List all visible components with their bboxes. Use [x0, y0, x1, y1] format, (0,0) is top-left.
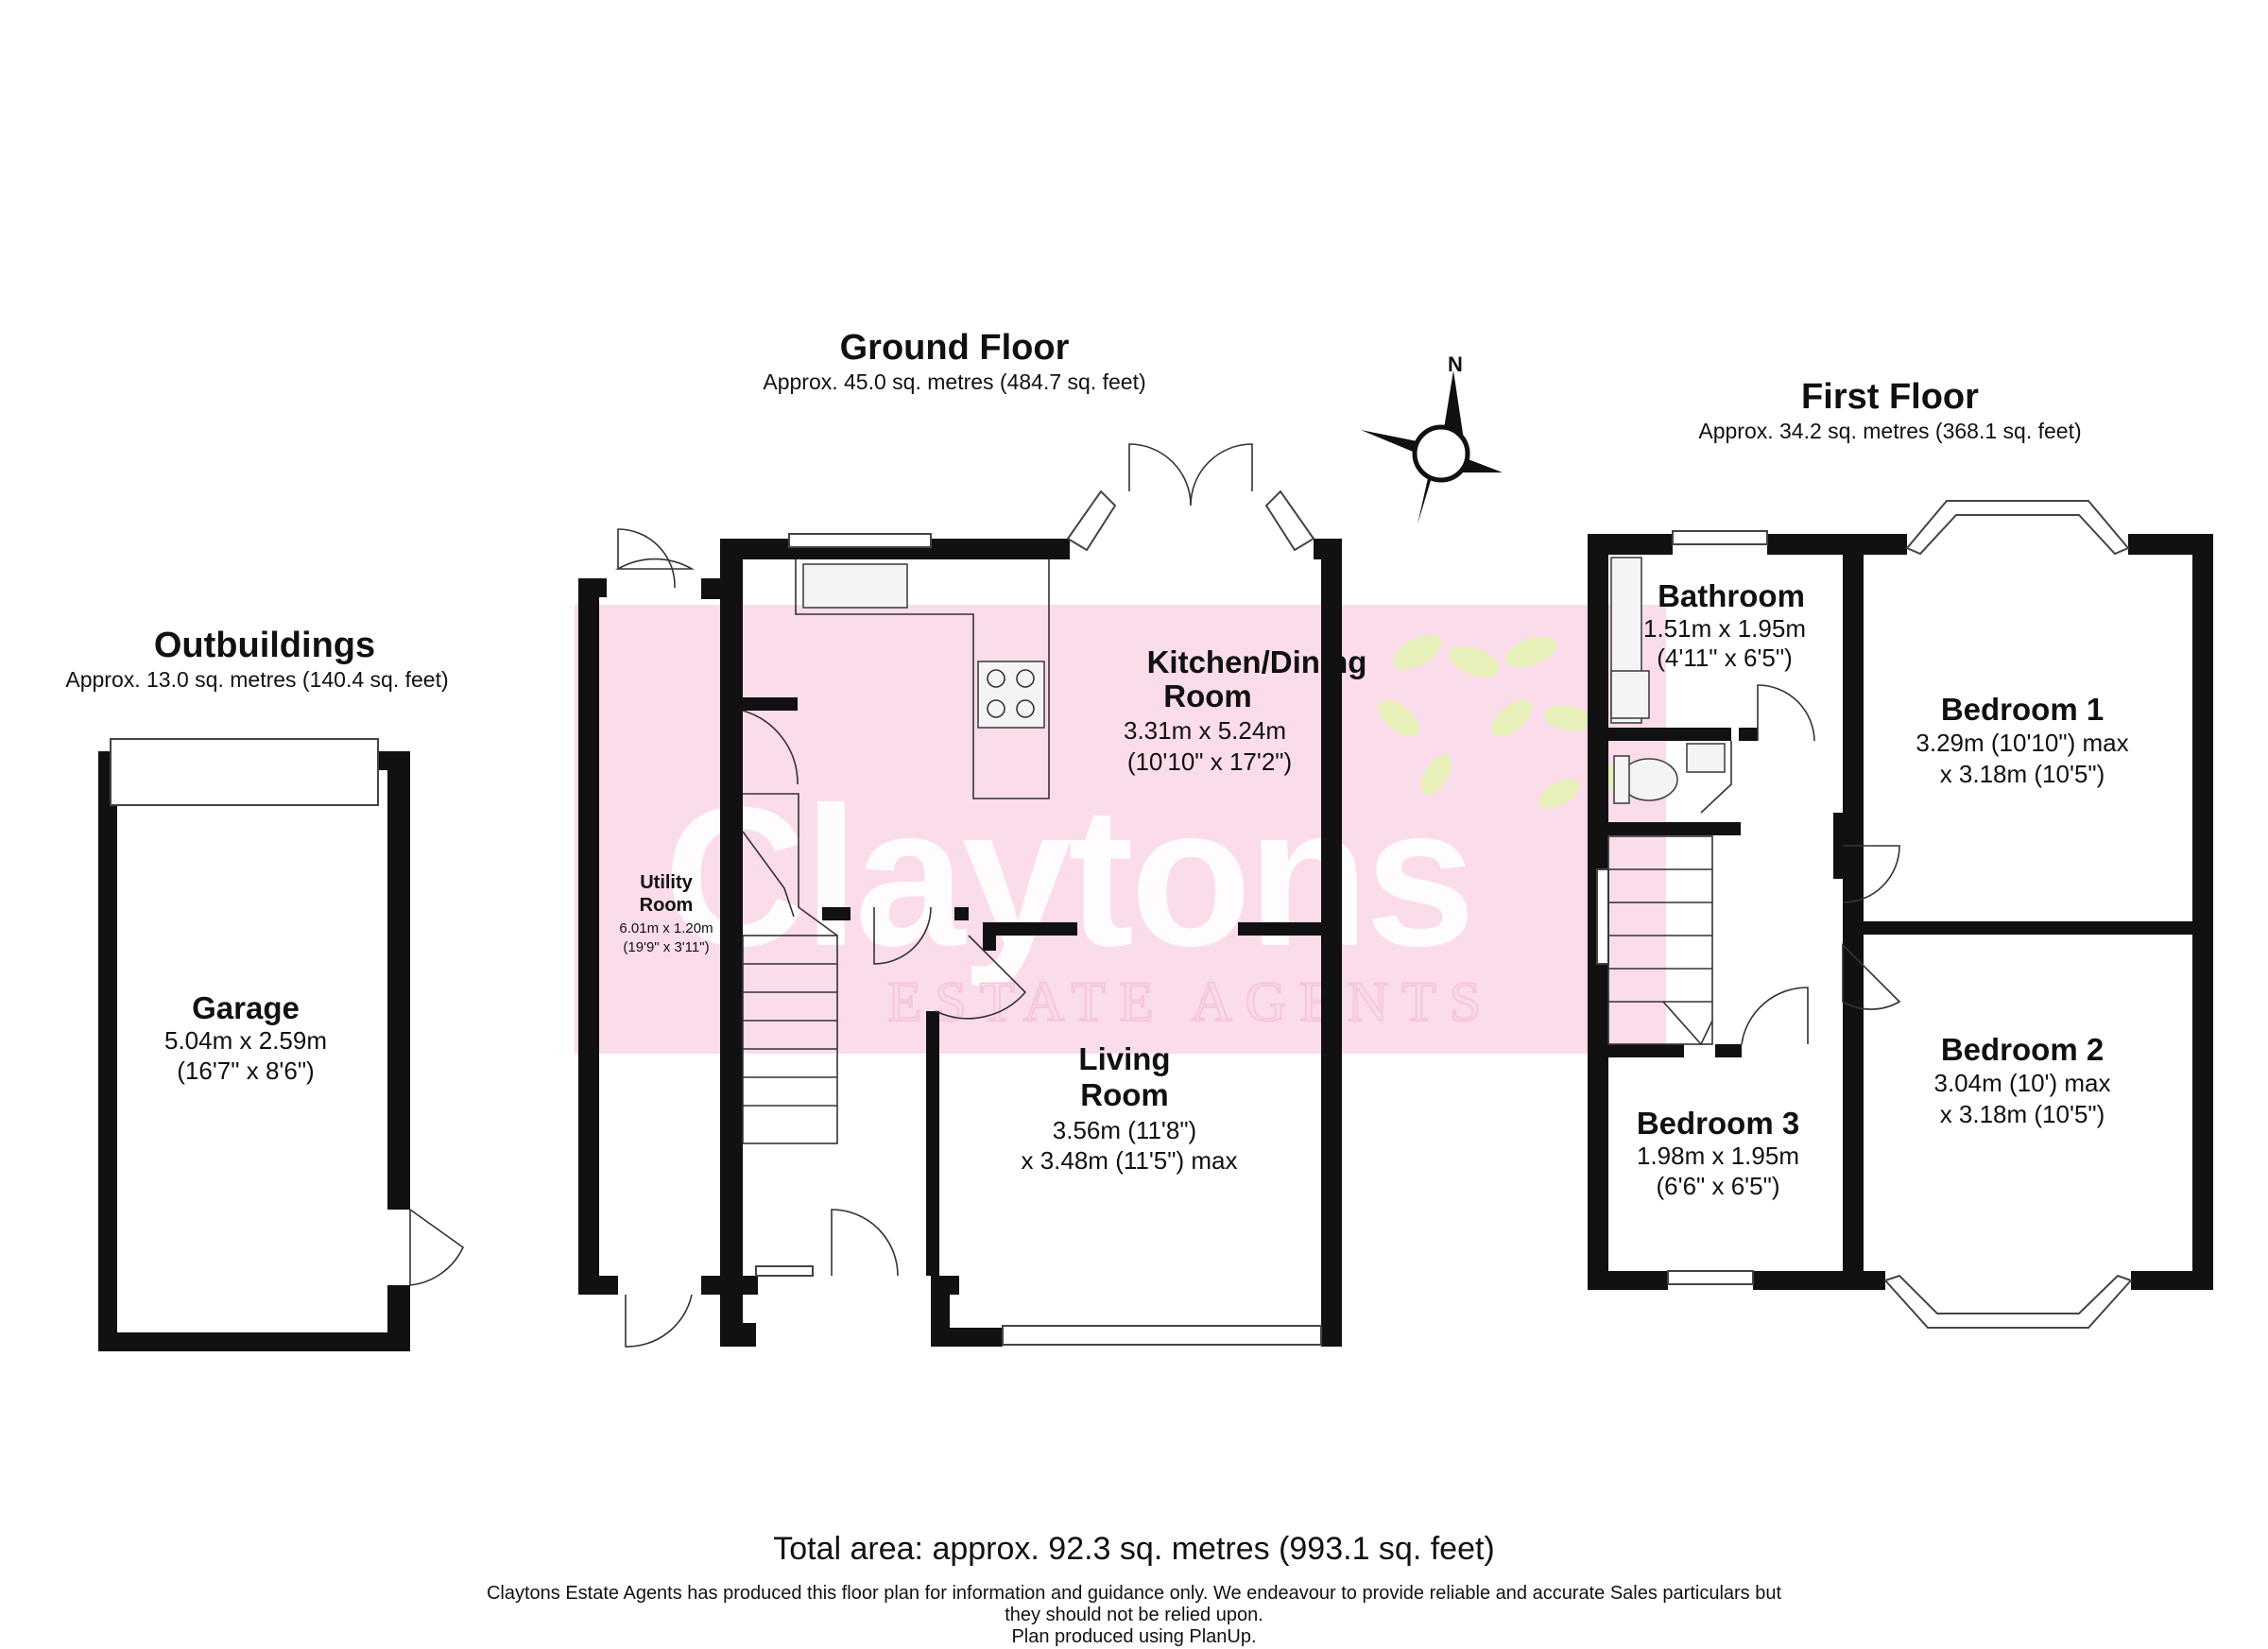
garage-dim-m: 5.04m x 2.59m	[164, 1026, 327, 1055]
bedroom1-dim-2: x 3.18m (10'5")	[1940, 760, 2105, 788]
garage-dim-ft: (16'7" x 8'6")	[177, 1056, 314, 1085]
watermark-sub: ESTATE AGENTS	[887, 971, 1494, 1033]
kitchen-window	[788, 533, 932, 548]
bathroom-dim-m: 1.51m x 1.95m	[1643, 614, 1806, 643]
garage-side-door	[409, 1209, 465, 1286]
bedroom3-window	[1667, 1270, 1754, 1285]
disclaimer-line-1: Claytons Estate Agents has produced this…	[487, 1583, 1782, 1604]
first-floor-plan	[1588, 500, 2213, 1329]
kitchen-hob	[977, 661, 1045, 729]
bedroom2-door	[1842, 943, 1901, 1010]
bathroom-dim-ft: (4'11" x 6'5")	[1657, 644, 1793, 672]
bedroom2-dim-2: x 3.18m (10'5")	[1940, 1100, 2105, 1128]
garage-label: Garage	[192, 990, 300, 1025]
first-floor-area: Approx. 34.2 sq. metres (368.1 sq. feet)	[1698, 419, 2081, 443]
kitchen-dim-ft: (10'10" x 17'2")	[1127, 747, 1292, 776]
disclaimer-line-2: they should not be relied upon.	[1005, 1605, 1263, 1625]
front-door	[831, 1209, 899, 1277]
bathroom-label: Bathroom	[1658, 578, 1805, 613]
utility-label-1: Utility	[640, 872, 693, 893]
kitchen-worktop	[795, 559, 1050, 799]
compass-rose: N	[1361, 352, 1503, 524]
bathroom-door	[1757, 684, 1815, 742]
bedroom1-label: Bedroom 1	[1941, 692, 2104, 727]
bedroom1-door	[1842, 845, 1900, 903]
utility-label-2: Room	[640, 895, 694, 916]
hall-window	[755, 1265, 814, 1277]
kitchen-side-window-left	[1066, 490, 1117, 552]
bedroom2-label: Bedroom 2	[1941, 1032, 2104, 1067]
bedroom3-dim-ft: (6'6" x 6'5")	[1657, 1172, 1780, 1200]
kitchen-french-doors	[1128, 443, 1253, 507]
kitchen-dim-m: 3.31m x 5.24m	[1124, 716, 1286, 745]
wc-basin	[1686, 743, 1726, 773]
ground-floor-plan	[578, 443, 1342, 1348]
kitchen-label-1: Kitchen/Dining	[1147, 644, 1367, 679]
living-bay-window	[1002, 1325, 1322, 1346]
watermark-brand: Claytons	[664, 765, 1472, 988]
compass-north-label: N	[1448, 352, 1463, 376]
first-floor-stairs	[1607, 835, 1713, 1046]
bedroom1-dim-1: 3.29m (10'10") max	[1916, 729, 2128, 757]
bathroom-window	[1672, 530, 1768, 545]
utility-rear-door	[615, 558, 695, 570]
bedroom3-door	[1741, 987, 1809, 1045]
bathroom-basin	[1610, 670, 1650, 719]
outbuildings-area: Approx. 13.0 sq. metres (140.4 sq. feet)	[65, 667, 448, 692]
hall-door	[873, 906, 932, 965]
living-label-2: Room	[1080, 1077, 1169, 1112]
bedroom3-label: Bedroom 3	[1637, 1106, 1799, 1141]
wc-door	[1700, 741, 1732, 814]
ground-floor-title: Ground Floor	[840, 328, 1070, 368]
bedroom1-bay-window	[1905, 500, 2130, 556]
kitchen-sink	[802, 563, 908, 609]
utility-internal-door	[742, 710, 799, 785]
utility-dim-m: 6.01m x 1.20m	[619, 920, 713, 936]
ground-floor-area: Approx. 45.0 sq. metres (484.7 sq. feet)	[763, 369, 1145, 394]
living-label-1: Living	[1078, 1041, 1170, 1076]
first-floor-title: First Floor	[1801, 377, 1979, 417]
utility-front-door	[625, 1294, 693, 1348]
outbuildings-title: Outbuildings	[154, 626, 375, 665]
landing-window	[1596, 868, 1609, 965]
living-door	[935, 935, 1027, 1020]
living-dim-2: x 3.48m (11'5") max	[1021, 1146, 1237, 1175]
watermark-band	[575, 605, 1666, 1054]
garage-plan	[98, 738, 465, 1351]
compass-ring	[1412, 424, 1470, 483]
ground-floor-stairs	[742, 793, 838, 1144]
garage-door	[110, 738, 379, 806]
kitchen-side-window-right	[1264, 490, 1315, 552]
disclaimer-line-3: Plan produced using PlanUp.	[1011, 1626, 1256, 1647]
bedroom2-bay-window	[1883, 1274, 2133, 1329]
bedroom3-dim-m: 1.98m x 1.95m	[1637, 1142, 1799, 1170]
utility-dim-ft: (19'9" x 3'11")	[623, 939, 709, 955]
total-area: Total area: approx. 92.3 sq. metres (993…	[773, 1531, 1495, 1567]
bedroom2-dim-1: 3.04m (10') max	[1933, 1069, 2110, 1097]
kitchen-label-2: Room	[1163, 678, 1252, 713]
living-dim-1: 3.56m (11'8")	[1053, 1116, 1196, 1144]
